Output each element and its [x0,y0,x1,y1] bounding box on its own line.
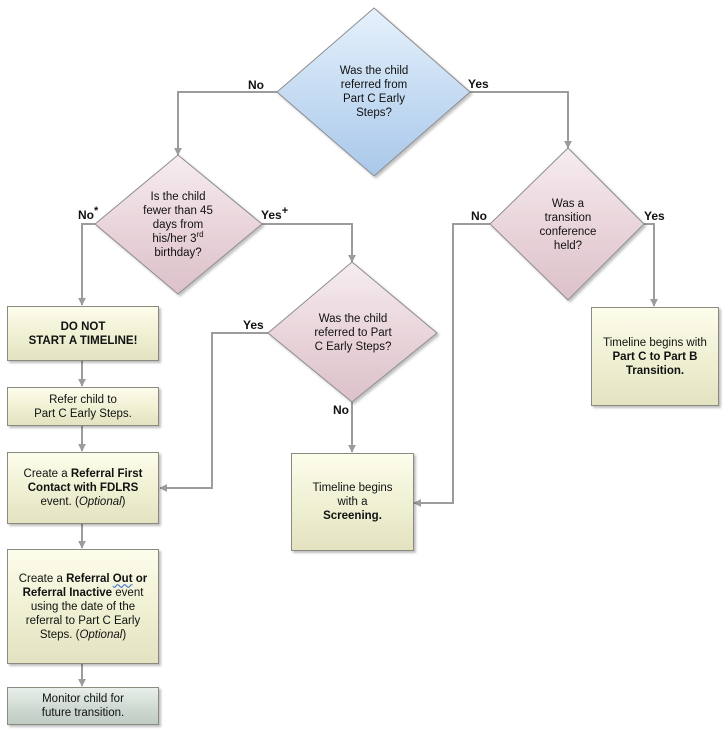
decision-referred-from-part-c-text: Was the child referred from Part C Early… [339,65,409,119]
label-yes-d2: Yes+ [261,205,289,223]
connector-d3-no [413,223,490,507]
decision-diamond-referred-from-part-c [276,7,471,177]
label-no-d3: No [471,209,487,223]
box-monitor-child: Monitor child for future transition. [7,687,159,725]
box-timeline-screening: Timeline begins with a Screening. [291,453,414,551]
box-referral-first-contact: Create a Referral First Contact with FDL… [7,452,159,524]
box-referral-out-inactive: Create a Referral Out or Referral Inacti… [7,549,159,664]
decision-transition-conference-text: Was a transition conference held? [539,198,597,252]
label-yes-d1: Yes [468,77,489,91]
decision-referred-to-part-c-text: Was the child referred to Part C Early S… [314,313,392,353]
connector-d4-yes [159,332,268,492]
label-no-d2: No* [78,205,99,223]
decision-diamond-transition-conference [489,147,645,301]
connector-d2-yes [262,223,356,263]
connector-d1-no [174,91,277,156]
box-refer-child: Refer child to Part C Early Steps. [7,387,159,426]
label-yes-d3: Yes [644,209,665,223]
label-no-d4: No [333,403,349,417]
label-yes-d4: Yes [243,318,264,332]
box-do-not-start-timeline: DO NOT START A TIMELINE! [7,306,159,361]
decision-diamond-fewer-than-45-days [94,154,263,295]
connector-d1-yes [470,91,572,149]
label-no-d1: No [248,78,264,92]
decision-diamond-referred-to-part-c [267,261,438,403]
box-timeline-transition: Timeline begins with Part C to Part B Tr… [591,307,719,406]
connector-d2-no [78,223,95,306]
decision-fewer-than-45-days-text: Is the child fewer than 45 days from his… [143,191,213,259]
connector-d3-yes [644,223,658,307]
